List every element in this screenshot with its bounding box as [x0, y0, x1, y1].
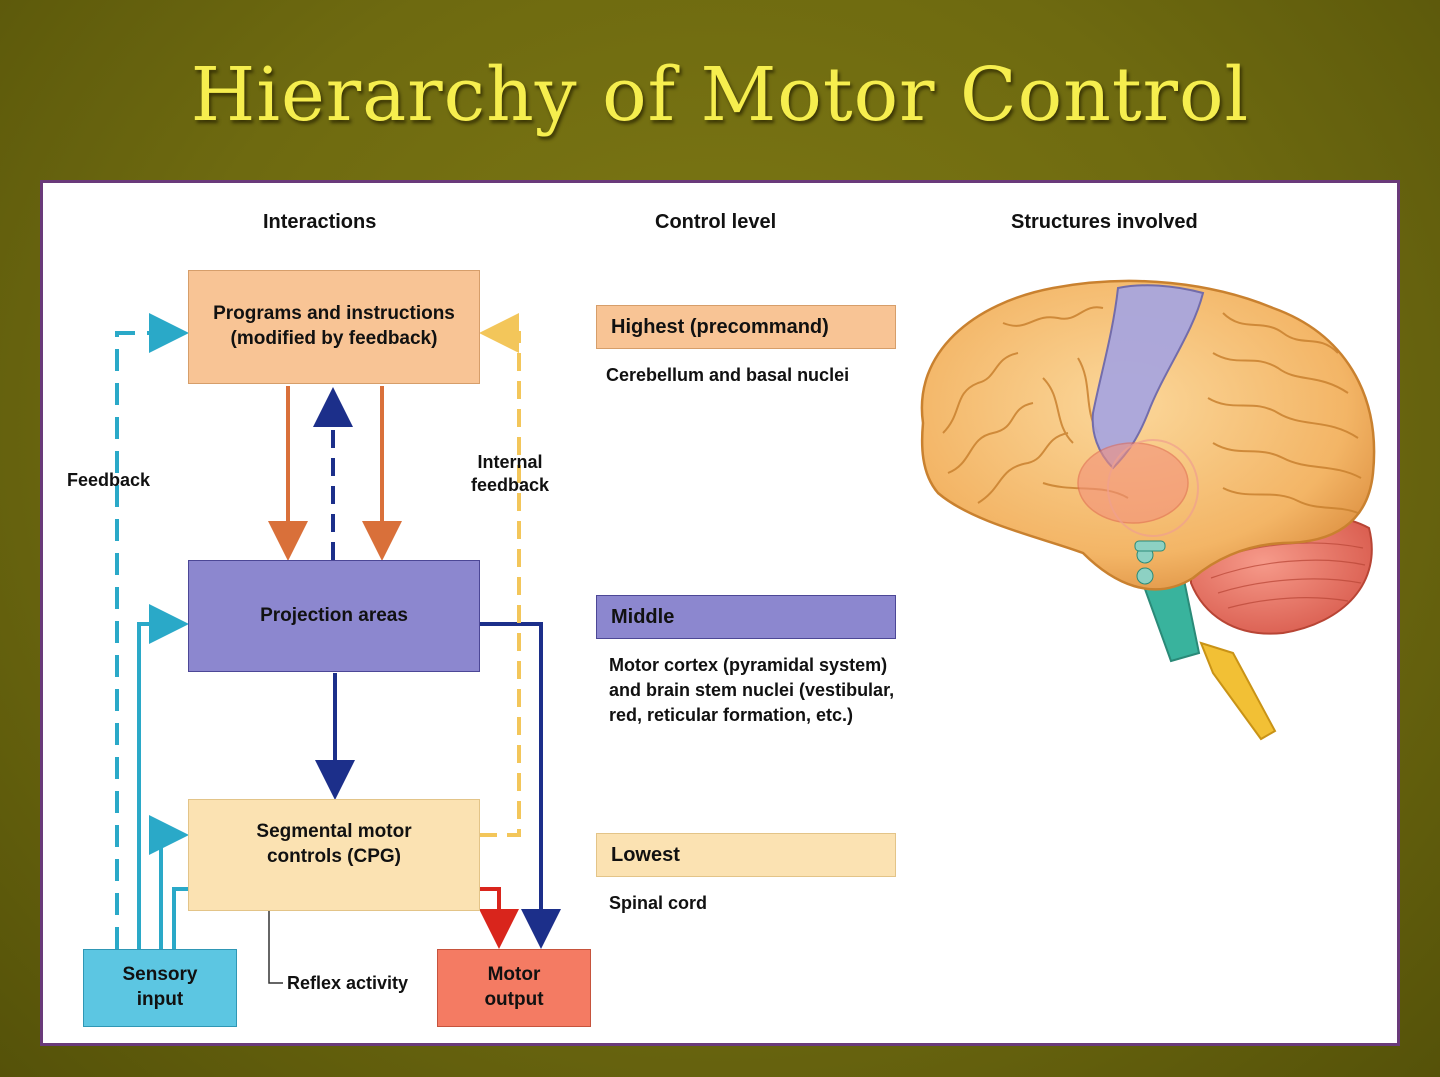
- arrow-programs-to-projection: [268, 386, 402, 561]
- basal-nuclei: [1077, 442, 1189, 524]
- motor-cortex: [1091, 284, 1205, 470]
- slide-title: Hierarchy of Motor Control: [190, 52, 1250, 138]
- spinal-cord: [1199, 641, 1277, 741]
- internal-feedback-label: Internal feedback: [471, 452, 550, 496]
- segmental-box: Segmental motor controls (CPG): [188, 799, 480, 911]
- arrow-projection-to-motor: [479, 622, 561, 949]
- cerebrum: [920, 279, 1376, 591]
- header-structures: Structures involved: [1011, 211, 1198, 233]
- programs-box: Programs and instructions (modified by f…: [188, 270, 480, 384]
- motor-box: Motor output: [437, 949, 591, 1027]
- arrow-sensory-to-segmental: [149, 815, 189, 949]
- arrow-feedback: [115, 313, 189, 949]
- arrow-internal-feedback: [479, 313, 521, 837]
- reflex-activity-label: Reflex activity: [287, 973, 409, 993]
- projection-box: Projection areas: [188, 560, 480, 672]
- level-lowest: Lowest: [596, 833, 896, 877]
- header-control-level: Control level: [655, 211, 777, 233]
- level-highest: Highest (precommand): [596, 305, 896, 349]
- reflex-leader-line: [268, 893, 283, 984]
- level-highest-desc: Cerebellum and basal nuclei: [606, 365, 850, 385]
- level-middle-desc: Motor cortex (pyramidal system) and brai…: [609, 655, 895, 726]
- brain-illustration: [920, 279, 1376, 741]
- diagram-panel: Interactions Control level Structures in…: [40, 180, 1400, 1046]
- feedback-label: Feedback: [67, 470, 151, 490]
- header-interactions: Interactions: [263, 211, 377, 233]
- level-lowest-desc: Spinal cord: [609, 893, 708, 913]
- sensory-box: Sensory input: [83, 949, 237, 1027]
- level-middle: Middle: [596, 595, 896, 639]
- arrow-sensory-to-projection: [137, 604, 189, 949]
